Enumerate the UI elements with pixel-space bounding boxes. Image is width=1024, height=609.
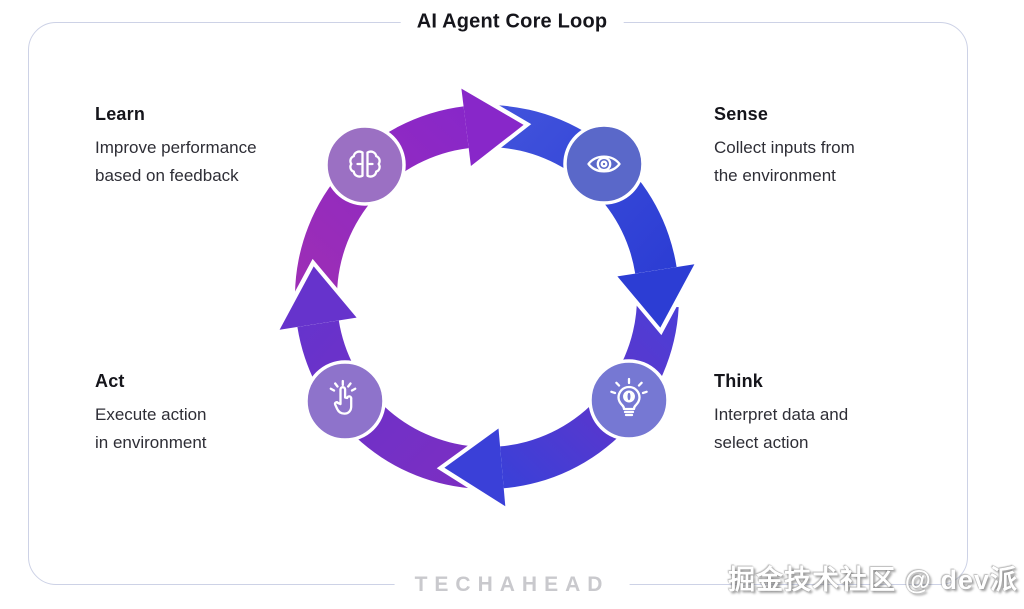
- node-label-sense: Sense: [714, 104, 769, 124]
- loop-arrowhead-bottom: [444, 428, 506, 507]
- node-text-sense: Sense Collect inputs from the environmen…: [714, 104, 984, 190]
- node-text-learn: Learn Improve performance based on feedb…: [95, 104, 365, 190]
- page-title: AI Agent Core Loop: [400, 10, 624, 34]
- node-label-think: Think: [714, 371, 763, 391]
- node-desc-sense: Collect inputs from the environment: [714, 138, 855, 185]
- node-text-think: Think Interpret data and select action: [714, 371, 984, 457]
- node-label-learn: Learn: [95, 104, 146, 124]
- brain-icon: [349, 150, 381, 178]
- node-circle-sense: [563, 123, 645, 205]
- loop-arrowhead-top: [461, 88, 524, 166]
- node-desc-think: Interpret data and select action: [714, 405, 849, 452]
- node-label-act: Act: [95, 371, 125, 391]
- community-watermark: 掘金技术社区 @ dev派: [728, 565, 1018, 595]
- node-text-act: Act Execute action in environment: [95, 371, 365, 457]
- loop-arrowhead-left: [279, 266, 357, 330]
- node-desc-learn: Improve performance based on feedback: [95, 138, 257, 185]
- eye-icon: [587, 155, 621, 173]
- techahead-logo: TECHAHEAD: [394, 573, 630, 597]
- loop-arrowhead-right: [617, 264, 695, 328]
- lightbulb-icon: [610, 377, 648, 417]
- node-desc-act: Execute action in environment: [95, 405, 207, 452]
- node-circle-act: [304, 360, 386, 442]
- loop-arc-think-segment: [500, 304, 679, 489]
- loop-arc-learn-segment: [295, 106, 469, 295]
- tap-hand-icon: [329, 379, 357, 415]
- node-circle-learn: [324, 124, 406, 206]
- loop-arc-sense-segment: [494, 105, 677, 274]
- node-circle-think: [588, 359, 670, 441]
